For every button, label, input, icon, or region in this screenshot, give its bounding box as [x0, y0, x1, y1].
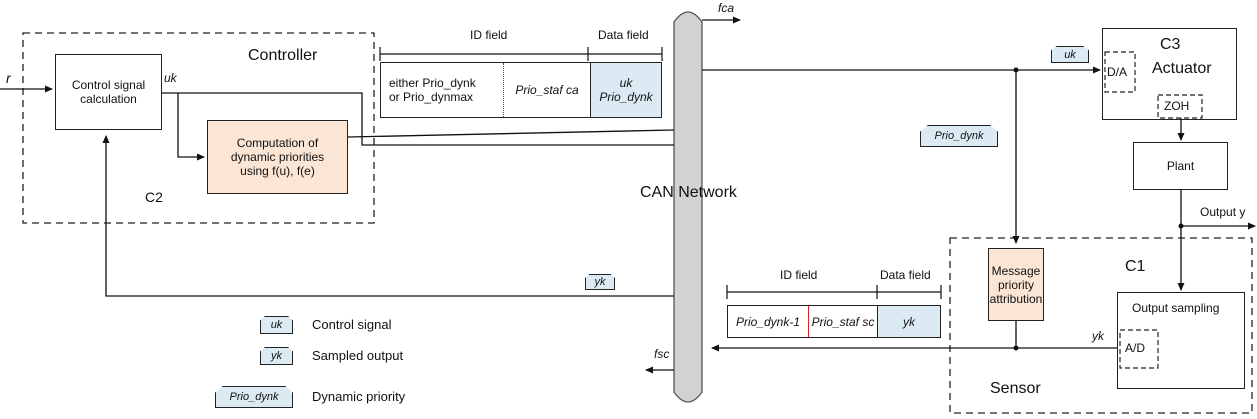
sensor-id-field-label: ID field	[780, 268, 818, 282]
actuator-block[interactable]	[1102, 28, 1237, 120]
actuator-block-id: C3	[1160, 36, 1181, 53]
controller-message-frame: either Prio_dynk or Prio_dynmax Prio_sta…	[380, 62, 662, 118]
static-priority-cell: Prio_staf ca	[515, 83, 579, 97]
prio-comp-line3: using f(u), f(e)	[240, 164, 315, 178]
ad-converter-label: A/D	[1125, 341, 1146, 355]
control-signal-calculation-block[interactable]: Control signal calculation	[55, 54, 162, 130]
can-network-label: CAN Network	[640, 184, 737, 201]
legend-priority-text: Dynamic priority	[312, 389, 406, 404]
msg-line2: priority	[997, 277, 1034, 292]
output-sampling-block[interactable]	[1117, 292, 1245, 389]
message-priority-attribution-block[interactable]: Message priority attribution	[988, 248, 1044, 321]
flow-sc-label: fsc	[654, 347, 670, 361]
controller-data-cell: uk Prio_dynk	[590, 63, 661, 117]
legend-priority-tag: Prio_dynk	[215, 386, 293, 408]
sensor-data-field-label: Data field	[880, 268, 931, 282]
data-prio-text: Prio_dynk	[599, 90, 653, 104]
prev-dynamic-cell: Prio_dynk-1	[735, 314, 801, 329]
feedback-yk-tag: yk	[585, 274, 615, 290]
reference-input-label: r	[6, 70, 11, 86]
priority-computation-block[interactable]: Computation of dynamic priorities using …	[207, 120, 348, 194]
data-u-text: uk	[619, 76, 633, 90]
sensor-id-divider	[808, 306, 809, 337]
flow-ca-label: fca	[718, 1, 735, 15]
actuator-label: Actuator	[1152, 60, 1212, 77]
either-text: either Prio_dynk	[389, 76, 476, 90]
sensor-block-id: C1	[1125, 258, 1146, 275]
controller-title: Controller	[248, 47, 318, 64]
middle-priority-tag: Prio_dynk	[920, 125, 998, 147]
control-output-label: uk	[164, 71, 177, 85]
output-sampling-label: Output sampling	[1132, 301, 1220, 315]
sensor-message-frame: Prio_dynk-1 Prio_staf sc yk	[727, 305, 941, 338]
zoh-label: ZOH	[1164, 99, 1190, 113]
controller-data-field-label: Data field	[598, 28, 649, 42]
legend-y-tag: yk	[260, 347, 293, 365]
controller-id-field-label: ID field	[470, 28, 508, 42]
legend-u-text: Control signal	[312, 317, 392, 332]
or-text: or Prio_dynmax	[389, 90, 474, 104]
actuator-input-tag: uk	[1051, 46, 1089, 63]
sensor-data-cell: yk	[877, 306, 940, 337]
plant-block[interactable]: Plant	[1133, 142, 1228, 190]
legend-y-text: Sampled output	[312, 348, 404, 363]
control-calc-line1: Control signal	[71, 78, 146, 92]
sensor-label: Sensor	[990, 380, 1041, 397]
control-calc-line2: calculation	[80, 92, 137, 106]
prio-comp-line1: Computation of	[236, 136, 319, 150]
sensor-yk-signal: yk	[1092, 329, 1104, 343]
msg-line1: Message	[991, 263, 1041, 278]
msg-line3: attribution	[989, 291, 1043, 306]
id-field-divider	[503, 63, 504, 117]
prio-comp-line2: dynamic priorities	[230, 150, 325, 164]
either-or-cell: either Prio_dynk or Prio_dynmax	[381, 63, 503, 117]
output-y-label: Output y	[1200, 205, 1246, 219]
can-bus	[673, 11, 703, 403]
sensor-static-cell: Prio_staf sc	[811, 314, 875, 329]
sensor-region	[949, 237, 1253, 414]
legend-u-tag: uk	[260, 316, 293, 334]
controller-region	[22, 32, 375, 224]
controller-block-id: C2	[145, 189, 163, 205]
da-converter-label: D/A	[1107, 65, 1128, 79]
